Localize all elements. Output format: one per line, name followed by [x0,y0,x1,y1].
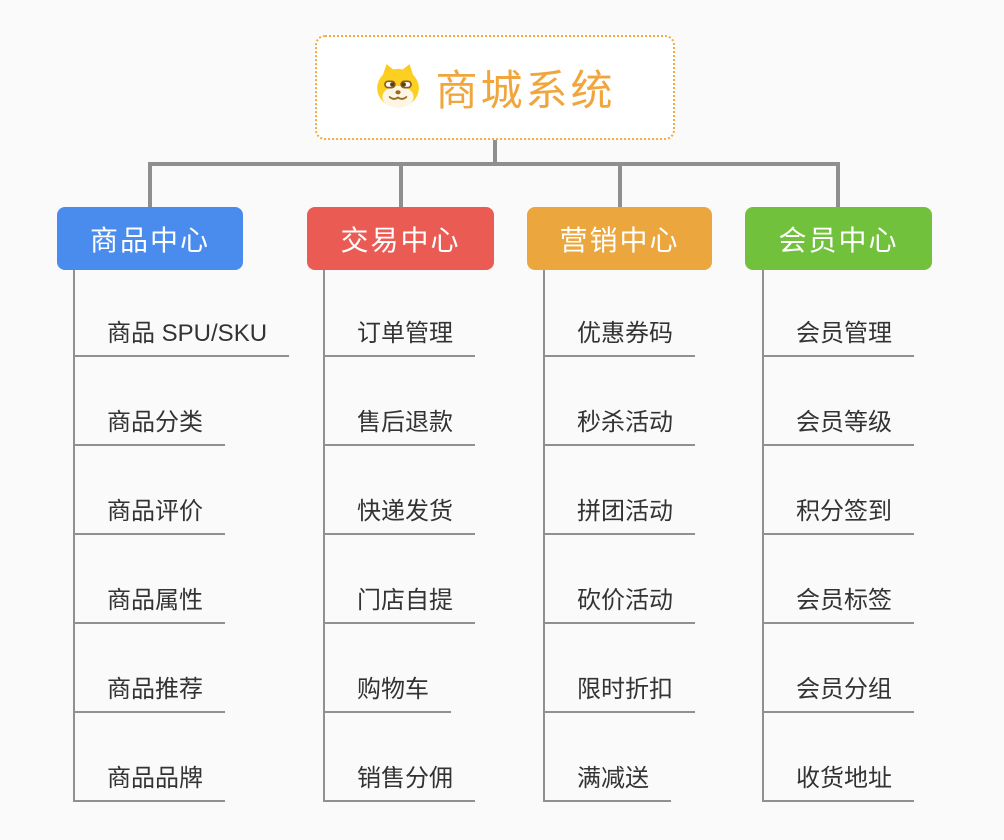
branch-label: 交易中心 [340,224,461,256]
leaf-node[interactable]: 快递发货 [323,499,475,535]
branch-node-member-center[interactable]: 会员中心 [745,207,932,270]
leaf-node[interactable]: 商品推荐 [73,677,225,713]
leaf-column-member: 会员管理 会员等级 积分签到 会员标签 会员分组 收货地址 [762,270,1004,810]
leaf-node[interactable]: 砍价活动 [543,588,695,624]
leaf-node[interactable]: 会员管理 [762,321,914,357]
root-node[interactable]: 商城系统 [315,35,675,140]
leaf-node[interactable]: 商品属性 [73,588,225,624]
leaf-node[interactable]: 商品 SPU/SKU [73,321,290,357]
leaf-node[interactable]: 售后退款 [323,410,475,446]
leaf-column-product: 商品 SPU/SKU 商品分类 商品评价 商品属性 商品推荐 商品品牌 [73,270,343,810]
leaf-node[interactable]: 会员分组 [762,677,914,713]
leaf-node[interactable]: 购物车 [323,677,451,713]
root-title: 商城系统 [435,67,616,114]
branch-label: 会员中心 [778,224,899,256]
leaf-node[interactable]: 会员标签 [762,588,914,624]
dog-face-icon [374,62,422,113]
leaf-node[interactable]: 优惠券码 [543,321,695,357]
leaf-column-marketing: 优惠券码 秒杀活动 拼团活动 砍价活动 限时折扣 满减送 [543,270,813,810]
leaf-node[interactable]: 商品分类 [73,410,225,446]
branch-node-marketing-center[interactable]: 营销中心 [527,207,712,270]
branch-node-product-center[interactable]: 商品中心 [57,207,243,270]
branch-label: 商品中心 [89,224,210,256]
leaf-column-trade: 订单管理 售后退款 快递发货 门店自提 购物车 销售分佣 [323,270,593,810]
leaf-node[interactable]: 拼团活动 [543,499,695,535]
leaf-node[interactable]: 门店自提 [323,588,475,624]
leaf-node[interactable]: 销售分佣 [323,766,475,802]
leaf-node[interactable]: 秒杀活动 [543,410,695,446]
leaf-node[interactable]: 收货地址 [762,766,914,802]
leaf-node[interactable]: 商品评价 [73,499,225,535]
branch-node-trade-center[interactable]: 交易中心 [307,207,494,270]
branch-label: 营销中心 [559,224,680,256]
leaf-node[interactable]: 满减送 [543,766,671,802]
leaf-node[interactable]: 会员等级 [762,410,914,446]
leaf-node[interactable]: 积分签到 [762,499,914,535]
leaf-node[interactable]: 商品品牌 [73,766,225,802]
leaf-node[interactable]: 限时折扣 [543,677,695,713]
leaf-node[interactable]: 订单管理 [323,321,475,357]
